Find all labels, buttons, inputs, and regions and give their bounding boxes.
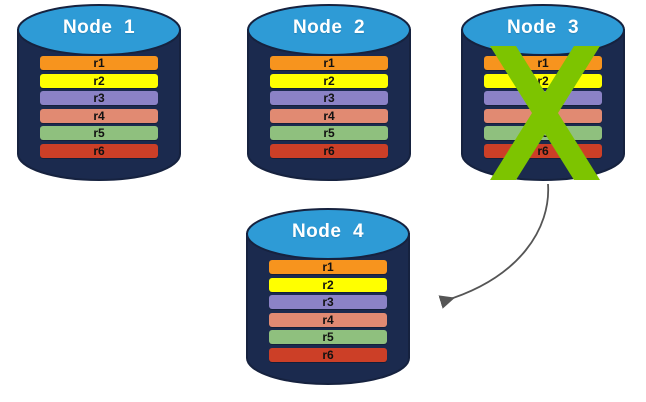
node-2-rows: r1 r2 r3 r4 r5 r6 [270, 56, 388, 162]
node-3[interactable]: Node 3 r1 r2 r3 r4 r5 r6 [452, 2, 634, 188]
row-r3[interactable]: r3 [484, 91, 602, 106]
row-r4[interactable]: r4 [269, 312, 387, 327]
row-r1[interactable]: r1 [270, 56, 388, 70]
row-r2[interactable]: r2 [270, 73, 388, 88]
arrow-path [438, 183, 550, 309]
row-r5[interactable]: r5 [270, 126, 388, 141]
row-r3[interactable]: r3 [269, 295, 387, 310]
row-r6[interactable]: r6 [270, 143, 388, 158]
row-r5[interactable]: r5 [40, 126, 158, 141]
row-r6[interactable]: r6 [40, 143, 158, 158]
node-1-title: Node 1 [62, 17, 136, 38]
node-3-rows: r1 r2 r3 r4 r5 r6 [484, 56, 602, 162]
node-4-rows: r1 r2 r3 r4 r5 r6 [269, 260, 387, 366]
node-1-rows: r1 r2 r3 r4 r5 r6 [40, 56, 158, 162]
node-4[interactable]: Node 4 r1 r2 r3 r4 r5 r6 [237, 206, 419, 392]
row-r1[interactable]: r1 [484, 56, 602, 70]
node-2[interactable]: Node 2 r1 r2 r3 r4 r5 r6 [238, 2, 420, 188]
row-r4[interactable]: r4 [270, 108, 388, 123]
node-3-title: Node 3 [506, 17, 580, 38]
row-r6[interactable]: r6 [484, 143, 602, 158]
row-r5[interactable]: r5 [269, 330, 387, 345]
row-r1[interactable]: r1 [269, 260, 387, 274]
node-2-title: Node 2 [292, 17, 366, 38]
row-r3[interactable]: r3 [40, 91, 158, 106]
row-r4[interactable]: r4 [40, 108, 158, 123]
row-r1[interactable]: r1 [40, 56, 158, 70]
node-4-title: Node 4 [291, 221, 365, 242]
row-r2[interactable]: r2 [40, 73, 158, 88]
node-1[interactable]: Node 1 r1 r2 r3 r4 r5 r6 [8, 2, 190, 188]
row-r3[interactable]: r3 [270, 91, 388, 106]
row-r6[interactable]: r6 [269, 347, 387, 362]
row-r4[interactable]: r4 [484, 108, 602, 123]
row-r5[interactable]: r5 [484, 126, 602, 141]
row-r2[interactable]: r2 [269, 277, 387, 292]
row-r2[interactable]: r2 [484, 73, 602, 88]
